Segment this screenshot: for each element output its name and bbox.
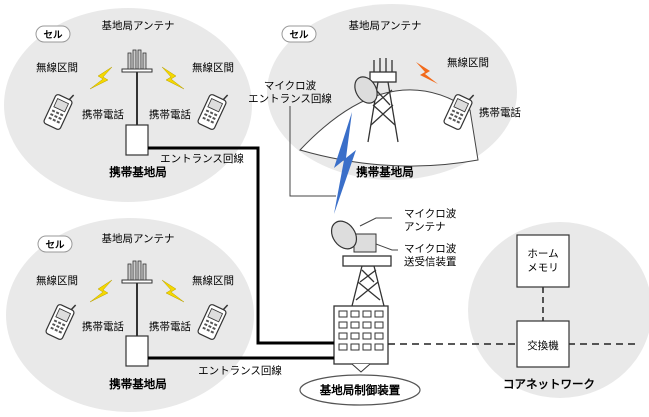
cell-badge xyxy=(37,235,73,253)
leader-line xyxy=(359,217,392,227)
controller-label-bubble xyxy=(299,374,421,406)
microwave-link-icon xyxy=(334,112,356,214)
leader-line xyxy=(375,243,398,251)
svg-text:無線区間: 無線区間 xyxy=(192,61,234,74)
svg-text:エントランス回線: エントランス回線 xyxy=(160,152,244,165)
svg-text:マイクロ波: マイクロ波 xyxy=(404,207,457,220)
station-label: 携帯基地局 xyxy=(109,377,167,391)
station-label: 携帯基地局 xyxy=(356,165,414,179)
cell-area-2 xyxy=(6,218,254,412)
svg-text:携帯電話: 携帯電話 xyxy=(149,320,191,333)
entrance-line-top xyxy=(148,146,334,345)
controller-label: 基地局制御装置 xyxy=(319,383,401,397)
svg-text:マイクロ波: マイクロ波 xyxy=(404,242,457,255)
svg-text:マイクロ波: マイクロ波 xyxy=(264,79,317,92)
svg-text:セル: セル xyxy=(289,30,309,41)
svg-text:メモリ: メモリ xyxy=(527,262,559,274)
antenna-label: 基地局アンテナ xyxy=(101,19,174,32)
svg-text:セル: セル xyxy=(45,240,65,251)
svg-text:セル: セル xyxy=(43,30,63,41)
svg-text:エントランス回線: エントランス回線 xyxy=(248,92,332,105)
svg-text:無線区間: 無線区間 xyxy=(192,274,234,287)
cell-1: セル 基地局アンテナ 無線区間 無線区間 携帯電話 携帯電話 携帯基地局 xyxy=(35,19,234,179)
cell-badge xyxy=(281,25,317,43)
antenna-label: 基地局アンテナ xyxy=(348,19,421,32)
svg-text:携帯電話: 携帯電話 xyxy=(149,108,191,121)
base-station-icon xyxy=(125,335,149,367)
core-network-area xyxy=(468,222,649,398)
cell-area-1 xyxy=(4,8,252,202)
core-network-label: コアネットワーク xyxy=(503,377,595,391)
cell-2: セル 基地局アンテナ 無線区間 無線区間 携帯電話 携帯電話 携帯基地局 xyxy=(36,232,234,391)
home-memory-box xyxy=(516,234,570,288)
svg-text:エントランス回線: エントランス回線 xyxy=(198,364,282,377)
svg-text:携帯電話: 携帯電話 xyxy=(82,320,124,333)
microwave-transceiver-icon xyxy=(353,233,377,253)
svg-text:交換機: 交換機 xyxy=(527,339,559,352)
leader-line xyxy=(289,106,336,197)
station-label: 携帯基地局 xyxy=(109,165,167,179)
svg-text:アンテナ: アンテナ xyxy=(404,221,446,233)
svg-text:携帯電話: 携帯電話 xyxy=(479,106,521,119)
svg-text:無線区間: 無線区間 xyxy=(36,274,78,287)
cell-badge xyxy=(35,25,71,43)
svg-text:無線区間: 無線区間 xyxy=(447,56,489,69)
microwave-dish-icon xyxy=(354,76,378,104)
svg-text:ホーム: ホーム xyxy=(527,248,558,260)
exchange-box xyxy=(516,320,570,368)
cell-3: セル 基地局アンテナ 無線区間 携帯電話 携帯基地局 xyxy=(281,19,521,179)
tower-icon xyxy=(367,58,399,143)
svg-text:無線区間: 無線区間 xyxy=(36,61,78,74)
antenna-label: 基地局アンテナ xyxy=(101,232,174,245)
svg-text:携帯電話: 携帯電話 xyxy=(82,108,124,121)
microwave-antenna-icon xyxy=(330,220,358,250)
controller-tower xyxy=(330,220,392,373)
svg-text:送受信装置: 送受信装置 xyxy=(404,255,457,268)
base-station-icon xyxy=(125,124,149,156)
